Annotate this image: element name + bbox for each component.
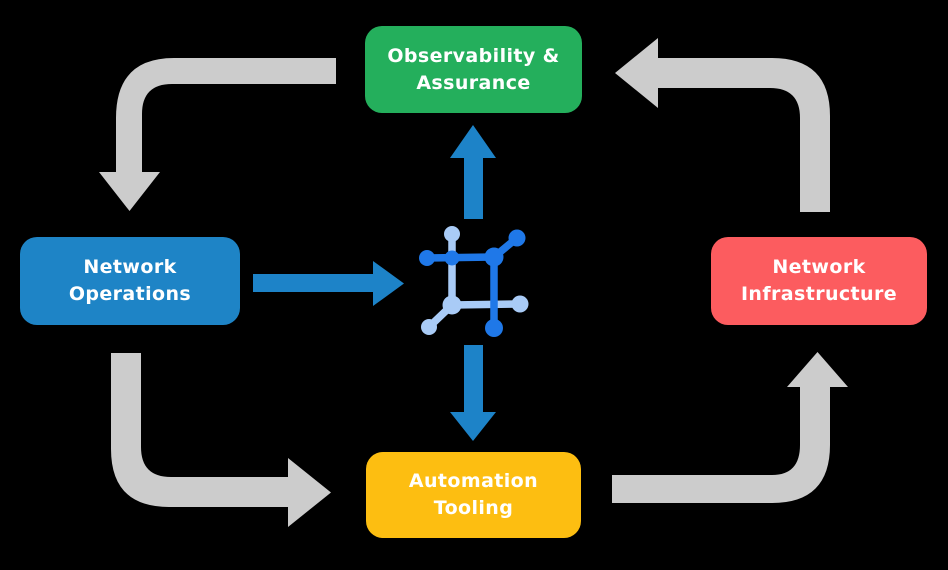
arrow-center-to-observability: [450, 125, 496, 219]
arrow-operations-to-center: [253, 261, 404, 306]
arrow-operations-to-automation: [111, 353, 331, 527]
arrow-automation-to-infrastructure: [612, 352, 848, 503]
network-hub-icon: [419, 226, 529, 337]
arrow-observability-to-operations: [99, 58, 336, 211]
node-network-infrastructure: Network Infrastructure: [711, 237, 927, 325]
node-network-operations: Network Operations: [20, 237, 240, 325]
node-automation-tooling: Automation Tooling: [366, 452, 581, 538]
node-observability-assurance: Observability & Assurance: [365, 26, 582, 113]
arrow-center-to-automation: [450, 345, 496, 441]
arrow-infrastructure-to-observability: [615, 38, 830, 212]
